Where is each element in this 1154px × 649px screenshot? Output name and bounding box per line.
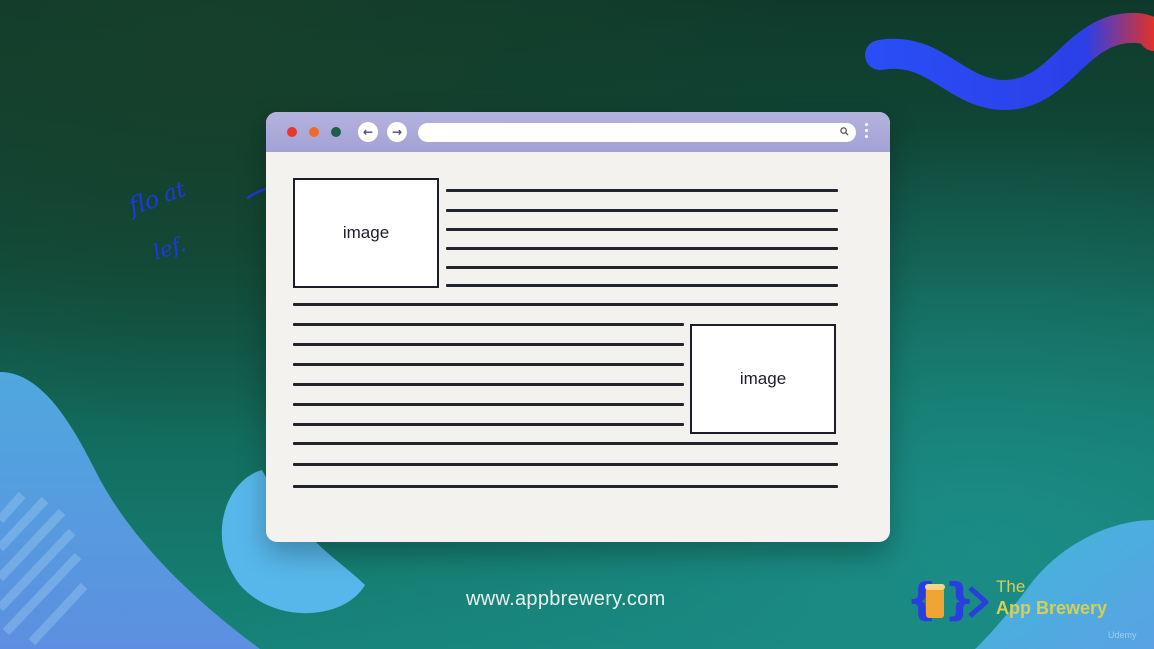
text-line bbox=[446, 247, 838, 250]
text-line bbox=[293, 303, 838, 306]
image-placeholder-label: image bbox=[342, 223, 390, 242]
text-line bbox=[293, 343, 684, 346]
handwritten-note-line1: flo bbox=[123, 185, 163, 222]
minimize-dot-icon[interactable] bbox=[309, 127, 319, 137]
text-line bbox=[293, 423, 684, 426]
text-line bbox=[446, 266, 838, 269]
address-bar[interactable] bbox=[418, 123, 856, 142]
search-icon[interactable] bbox=[840, 127, 849, 136]
browser-toolbar: ← → bbox=[266, 112, 890, 152]
decorative-wave bbox=[865, 12, 1154, 111]
brand-name-line2: App Brewery bbox=[996, 598, 1108, 618]
svg-text:}: } bbox=[944, 574, 975, 625]
text-line bbox=[446, 284, 838, 287]
maximize-dot-icon[interactable] bbox=[331, 127, 341, 137]
text-line bbox=[446, 228, 838, 231]
back-arrow-icon[interactable]: ← bbox=[358, 122, 378, 142]
browser-window: ← → image image bbox=[266, 112, 890, 542]
vertical-dots-menu-icon[interactable] bbox=[864, 123, 870, 143]
handwritten-annotation: flo at lef. bbox=[123, 177, 317, 265]
text-line bbox=[446, 189, 838, 192]
image-placeholder-right: image bbox=[690, 324, 836, 434]
close-dot-icon[interactable] bbox=[287, 127, 297, 137]
udemy-watermark: Udemy bbox=[1108, 630, 1137, 640]
browser-content: image image bbox=[266, 152, 890, 542]
text-line bbox=[293, 485, 838, 488]
handwritten-note-line2: lef. bbox=[150, 232, 189, 265]
text-line bbox=[446, 209, 838, 212]
text-line bbox=[293, 442, 838, 445]
text-line bbox=[293, 363, 684, 366]
decorative-stripes bbox=[0, 492, 88, 646]
forward-arrow-icon[interactable]: → bbox=[387, 122, 407, 142]
text-line bbox=[293, 403, 684, 406]
text-line bbox=[293, 463, 838, 466]
brand-name-line1: The bbox=[996, 577, 1026, 596]
handwritten-note-line1b: at bbox=[160, 177, 189, 208]
decorative-blob-left bbox=[0, 372, 260, 649]
decorative-blob-right bbox=[975, 520, 1154, 649]
brand-name: The App Brewery bbox=[996, 577, 1136, 619]
text-line bbox=[293, 323, 684, 326]
website-url: www.appbrewery.com bbox=[466, 588, 666, 610]
text-line bbox=[293, 383, 684, 386]
image-placeholder-label: image bbox=[739, 369, 787, 388]
app-brewery-logo-icon: { } bbox=[906, 574, 989, 625]
image-placeholder-top-left: image bbox=[293, 178, 439, 288]
